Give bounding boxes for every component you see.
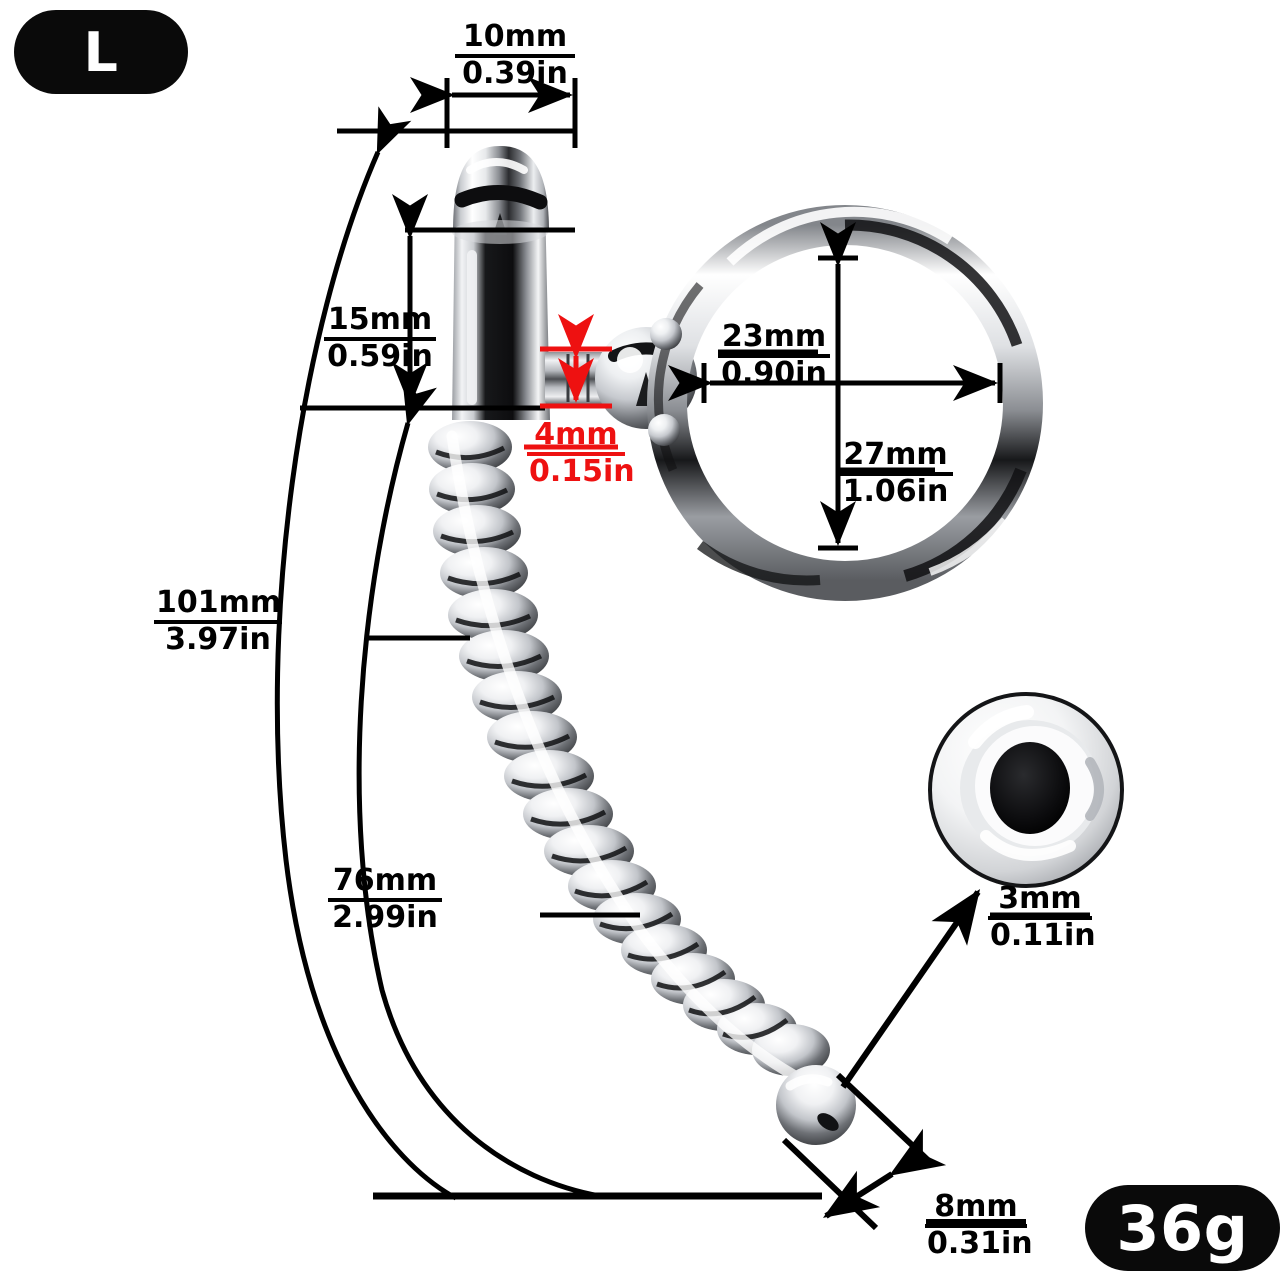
dim-in: 2.99in (332, 899, 438, 935)
dim-mm: 76mm (328, 865, 442, 902)
dim-mm: 101mm (154, 587, 282, 624)
dimline-insertable-length (356, 377, 640, 1199)
dim-mm: 8mm (925, 1191, 1027, 1228)
product-beaded-shaft (428, 421, 856, 1145)
dimline-bead-diameter (781, 1072, 1026, 1231)
dim-mm: 15mm (324, 304, 436, 341)
dim-label-bore-diameter: 3mm 0.11in (988, 883, 1096, 953)
dim-mm: 4mm (527, 419, 625, 456)
dim-in: 0.59in (327, 338, 433, 374)
dim-label-insertable-length: 76mm 2.99in (328, 865, 442, 935)
dim-in: 1.06in (842, 473, 949, 509)
dim-in: 0.11in (990, 917, 1096, 953)
dim-label-total-length: 101mm 3.97in (154, 587, 282, 657)
product-smooth-shaft (452, 146, 550, 420)
dimline-ring-height (818, 222, 935, 551)
dim-label-tip-diameter: 10mm 0.39in (455, 21, 575, 91)
dim-mm: 3mm (988, 883, 1092, 920)
weight-badge: 36g (1085, 1185, 1280, 1271)
dim-mm: 23mm (718, 321, 830, 358)
dimline-connector (524, 314, 618, 450)
size-badge-label: L (83, 20, 119, 84)
dim-in: 0.39in (462, 55, 568, 91)
callout-bore-diameter (840, 889, 1090, 1089)
dim-in: 0.31in (927, 1225, 1033, 1261)
dim-label-smooth-shaft: 15mm 0.59in (324, 304, 436, 374)
dim-label-bead-diameter: 8mm 0.31in (925, 1191, 1033, 1261)
dim-mm: 10mm (455, 21, 575, 58)
dim-in: 0.15in (529, 453, 635, 489)
weight-badge-label: 36g (1116, 1191, 1249, 1265)
dim-in: 0.90in (721, 355, 827, 391)
dim-label-ring-width: 23mm 0.90in (718, 321, 830, 391)
cross-section-inset (928, 692, 1124, 888)
dim-label-ring-height: 27mm 1.06in (838, 439, 953, 509)
dimline-tip-diameter (337, 77, 578, 233)
dim-in: 3.97in (165, 621, 271, 657)
dim-label-connector: 4mm 0.15in (527, 419, 635, 489)
dim-mm: 27mm (838, 439, 953, 476)
size-badge: L (14, 10, 188, 94)
